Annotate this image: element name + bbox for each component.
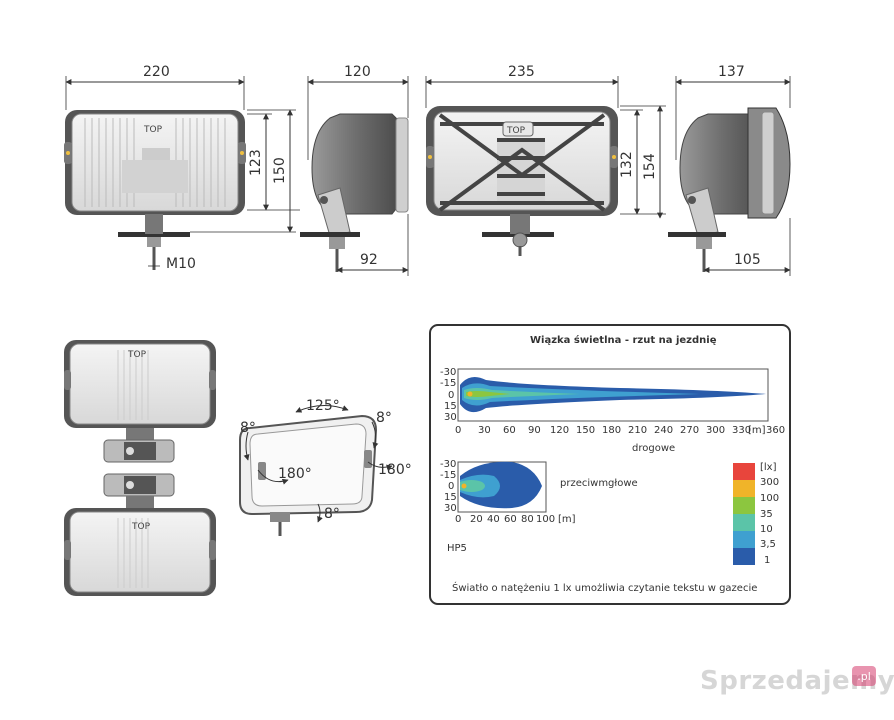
side-view-lamp — [300, 113, 409, 272]
dim-front-width: 220 — [143, 64, 170, 80]
fog-x-tick: 0 — [455, 514, 461, 525]
hanging-mount-lamp: TOP — [64, 473, 216, 596]
angle-swivel-left: 180° — [278, 466, 312, 482]
angle-tilt-right: 8° — [376, 410, 392, 426]
beam-footnote: Światło o natężeniu 1 lx umożliwia czyta… — [452, 581, 757, 594]
fog-x-tick: 20 — [470, 514, 483, 525]
driving-x-tick: 330 — [732, 425, 751, 436]
driving-x-unit: [m] — [748, 425, 766, 436]
driving-x-tick: 300 — [706, 425, 725, 436]
dim-front-height: 150 — [272, 157, 288, 184]
beam-panel-title: Wiązka świetlna - rzut na jezdnię — [530, 334, 717, 346]
fog-x-tick: 40 — [487, 514, 500, 525]
fog-beam-shape — [460, 461, 542, 509]
driving-x-tick: 240 — [654, 425, 673, 436]
dim-grille-inner-height: 132 — [619, 151, 635, 178]
driving-y-tick: 0 — [448, 390, 454, 401]
dim-side-depth: 120 — [344, 64, 371, 80]
legend-swatch — [733, 548, 755, 565]
angle-tilt-bottom: 8° — [324, 506, 340, 522]
angle-swivel-right: 180° — [378, 462, 412, 478]
legend-level: 3,5 — [760, 539, 776, 550]
grille-top-label: TOP — [506, 126, 526, 136]
driving-x-tick: 150 — [576, 425, 595, 436]
legend-swatch — [733, 463, 755, 480]
bulb-type: HP5 — [447, 543, 467, 554]
standing-top-label: TOP — [127, 350, 147, 360]
dim-grille-side-depth: 137 — [718, 64, 745, 80]
beam-panel: Wiązka świetlna - rzut na jezdnię -30 -1… — [429, 324, 791, 605]
grille-side-view-lamp — [668, 107, 791, 272]
dim-side-mount-offset: 92 — [360, 252, 378, 268]
lux-legend: [lx] 300 100 35 10 3,5 1 — [733, 462, 779, 566]
legend-level: 100 — [760, 493, 779, 504]
dim-front-inner-height: 123 — [248, 149, 264, 176]
dim-mount-thread: M10 — [166, 256, 196, 272]
fog-x-tick: 60 — [504, 514, 517, 525]
adjustment-lamp — [239, 405, 393, 536]
dim-grille-width: 235 — [508, 64, 535, 80]
dim-grille-side-mount-offset: 105 — [734, 252, 761, 268]
legend-unit: [lx] — [760, 462, 777, 473]
driving-beam-shape — [460, 376, 766, 413]
hanging-top-label: TOP — [131, 522, 151, 532]
driving-y-tick: 30 — [444, 412, 457, 423]
fog-y-tick: 30 — [444, 503, 457, 514]
legend-level: 300 — [760, 477, 779, 488]
fog-y-tick: 15 — [444, 492, 457, 503]
angle-tilt-left: 8° — [240, 420, 256, 436]
driving-y-tick: 15 — [444, 401, 457, 412]
legend-level: 35 — [760, 509, 773, 520]
driving-y-tick: -15 — [440, 378, 456, 389]
dim-grille-height: 154 — [642, 153, 658, 180]
driving-x-tick: 360 — [766, 425, 785, 436]
legend-swatch — [733, 531, 755, 548]
angle-rotate-top: 125° — [306, 398, 340, 414]
fog-beam-label: przeciwmgłowe — [560, 478, 638, 489]
legend-level: 10 — [760, 524, 773, 535]
top-label: TOP — [143, 125, 163, 135]
legend-swatch — [733, 480, 755, 497]
driving-x-tick: 60 — [503, 425, 516, 436]
fog-x-tick: 100 — [536, 514, 555, 525]
driving-x-tick: 30 — [478, 425, 491, 436]
driving-x-tick: 0 — [455, 425, 461, 436]
legend-level: 1 — [764, 555, 770, 566]
fog-y-tick: -15 — [440, 470, 456, 481]
driving-x-tick: 210 — [628, 425, 647, 436]
legend-swatch — [733, 497, 755, 514]
fog-y-tick: -30 — [440, 459, 456, 470]
driving-x-tick: 90 — [528, 425, 541, 436]
driving-x-tick: 270 — [680, 425, 699, 436]
grille-view-lamp: TOP — [426, 106, 618, 256]
standing-mount-lamp: TOP — [64, 340, 216, 463]
legend-swatch — [733, 514, 755, 531]
driving-x-tick: 180 — [602, 425, 621, 436]
driving-beam-label: drogowe — [632, 443, 675, 454]
driving-x-tick: 120 — [550, 425, 569, 436]
fog-y-tick: 0 — [448, 481, 454, 492]
front-view-lamp: TOP — [64, 110, 246, 270]
watermark-badge: .pl — [852, 666, 876, 686]
fog-x-unit: [m] — [558, 514, 576, 525]
driving-y-tick: -30 — [440, 367, 456, 378]
fog-x-tick: 80 — [521, 514, 534, 525]
